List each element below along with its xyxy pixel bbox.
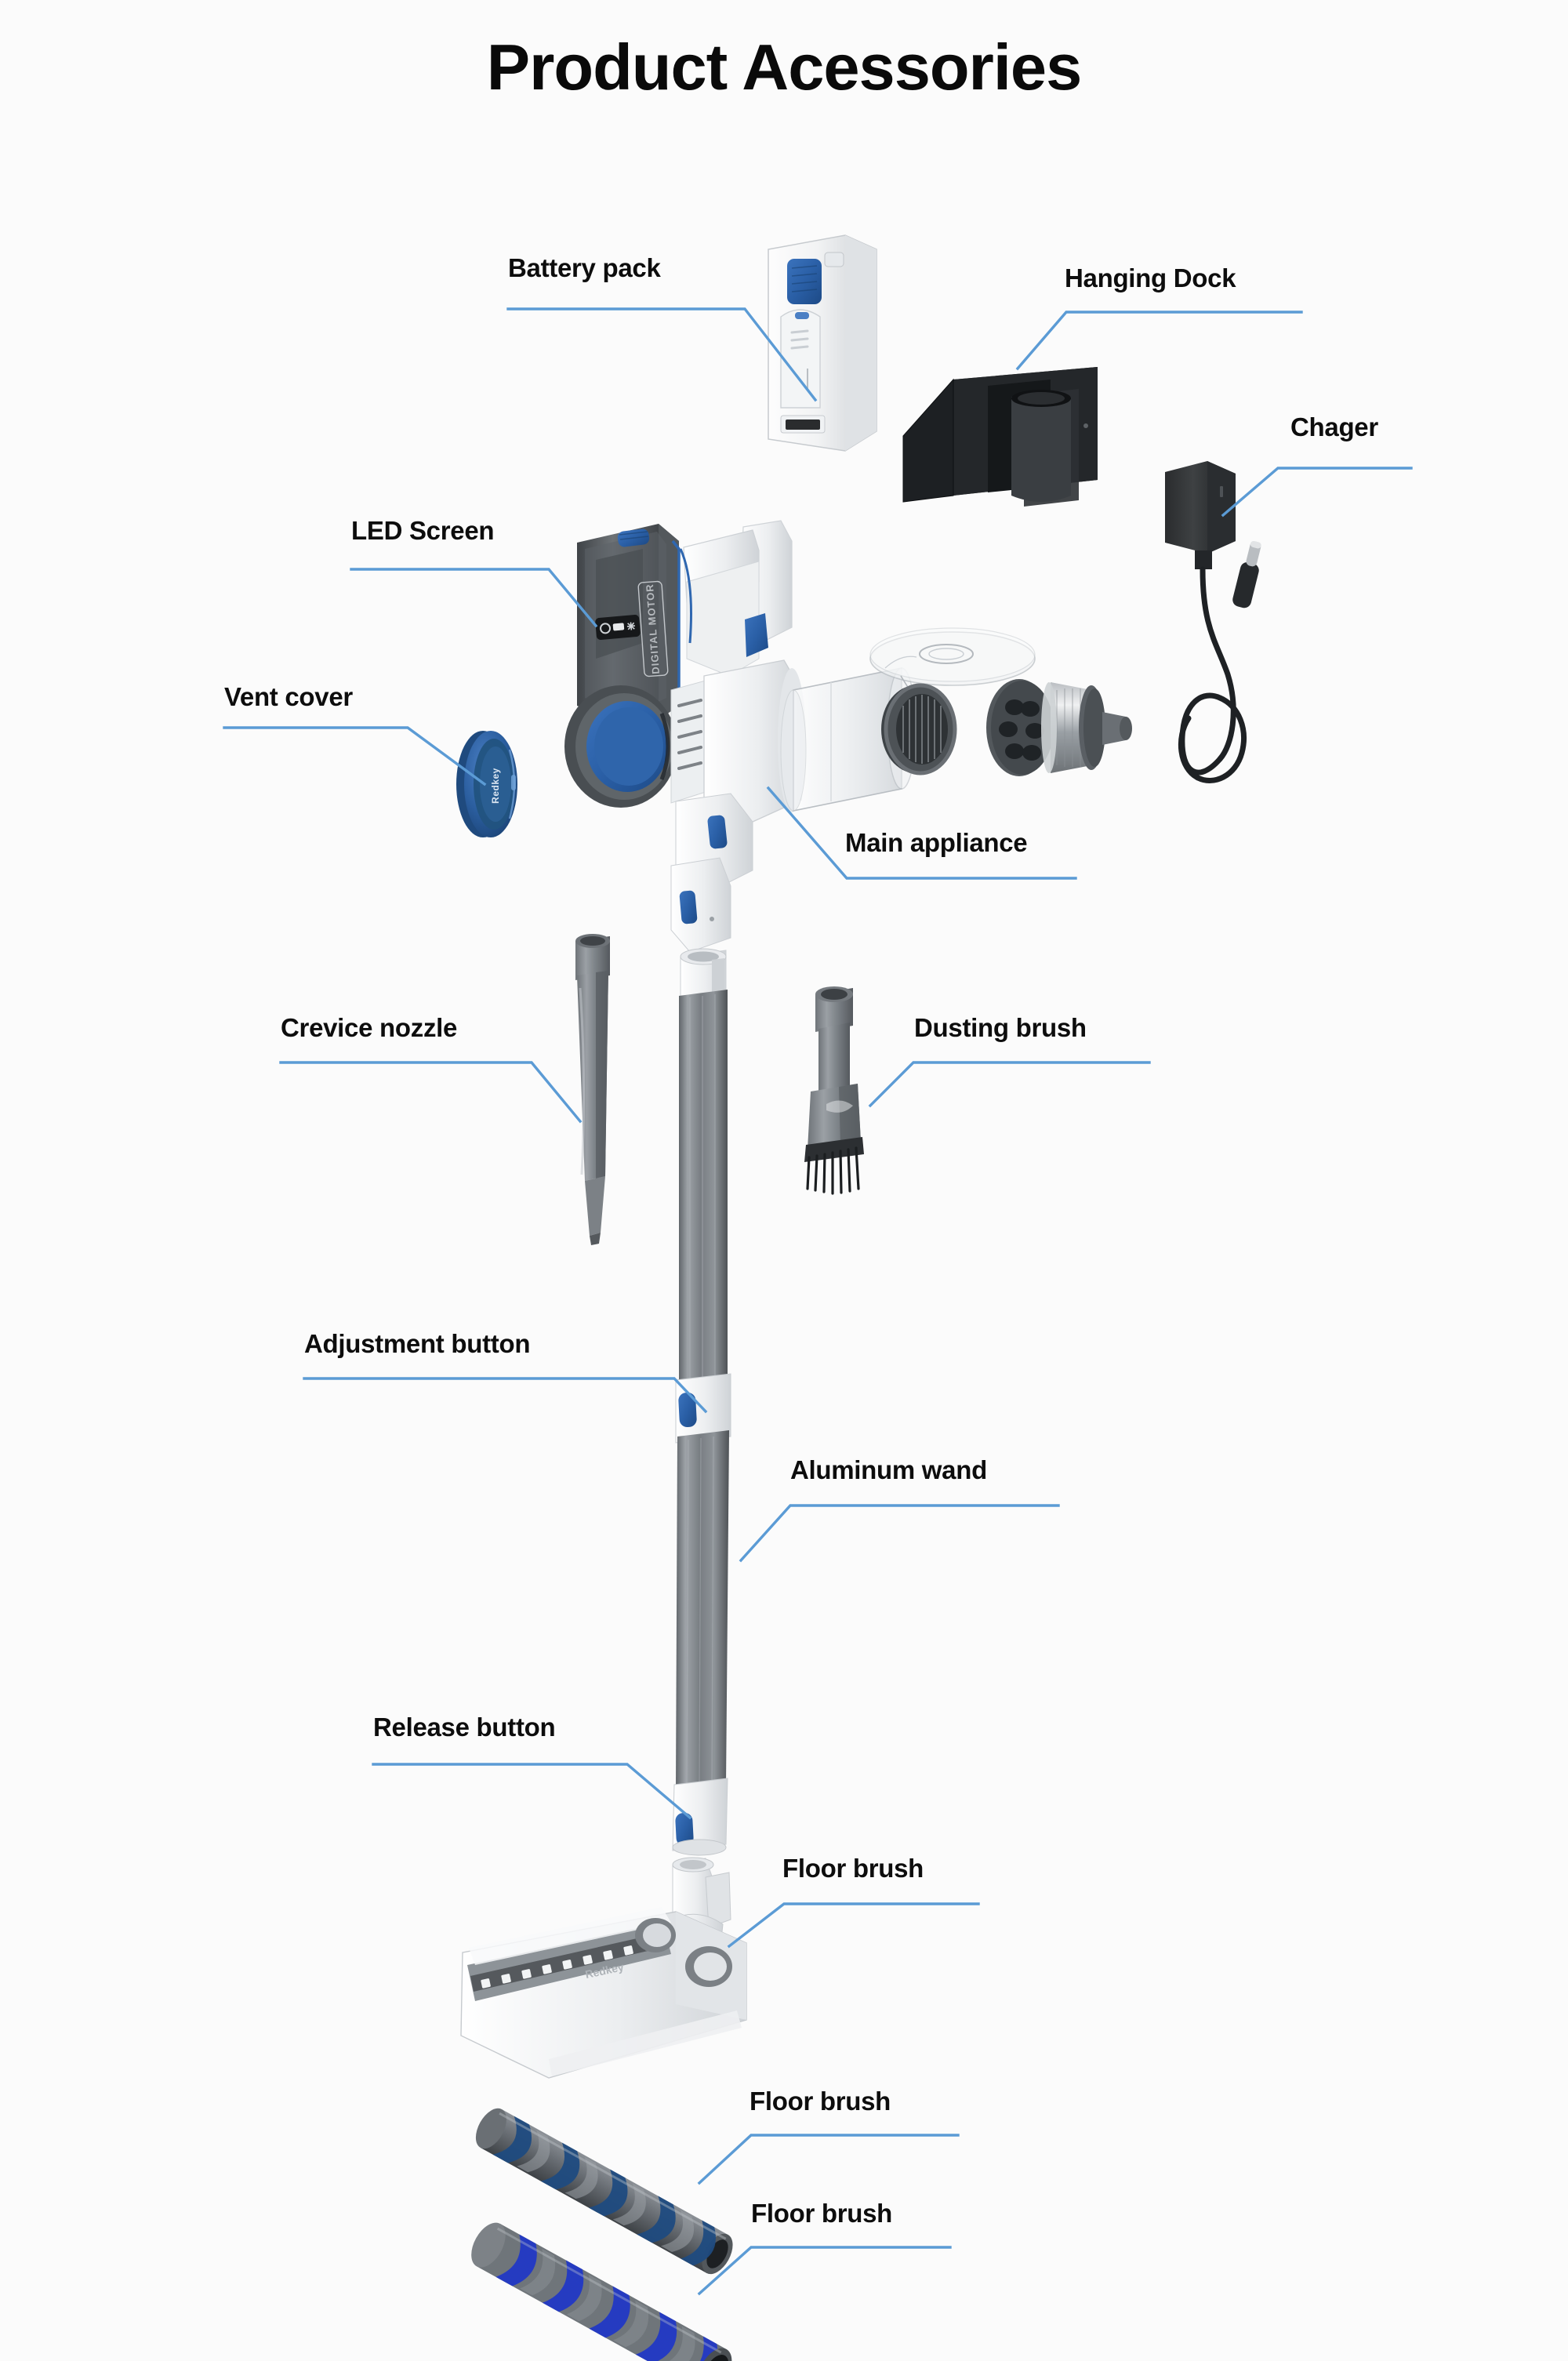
callout-floor-brush-roll2: Floor brush xyxy=(751,2199,893,2228)
callout-floor-brush-head: Floor brush xyxy=(782,1854,924,1883)
svg-text:Redkey: Redkey xyxy=(490,768,501,804)
page-title: Product Acessories xyxy=(486,31,1083,104)
callout-led-screen: LED Screen xyxy=(351,516,495,545)
battery-pack-art xyxy=(768,234,877,452)
hepa-filter-art xyxy=(881,683,957,775)
callout-hanging-dock: Hanging Dock xyxy=(1065,263,1236,292)
callout-adjustment-button: Adjustment button xyxy=(304,1329,531,1358)
callout-battery-pack: Battery pack xyxy=(508,253,661,282)
callout-aluminum-wand: Aluminum wand xyxy=(790,1455,987,1484)
callout-main-appliance: Main appliance xyxy=(845,828,1028,857)
crevice-art xyxy=(575,934,610,1245)
dust-bin-art xyxy=(780,627,1036,812)
callout-vent-cover: Vent cover xyxy=(224,682,353,711)
callout-floor-brush-roll1: Floor brush xyxy=(750,2087,891,2116)
cyclone-art xyxy=(986,679,1132,776)
dusting-art xyxy=(804,986,864,1195)
hanging-dock-art xyxy=(902,367,1098,507)
callout-chager: Chager xyxy=(1290,412,1378,441)
charger-art xyxy=(1165,461,1261,783)
callout-dusting-brush: Dusting brush xyxy=(914,1013,1087,1042)
main-body-art: DIGITAL MOTOR xyxy=(564,520,806,953)
wand-art xyxy=(672,948,731,1856)
callout-crevice-nozzle: Crevice nozzle xyxy=(281,1013,458,1042)
vent-cover-art: Redkey xyxy=(456,731,517,837)
callout-release-button: Release button xyxy=(373,1713,556,1742)
roller2-art xyxy=(471,2222,732,2361)
floorhead-art: Redkey xyxy=(460,1857,747,2079)
